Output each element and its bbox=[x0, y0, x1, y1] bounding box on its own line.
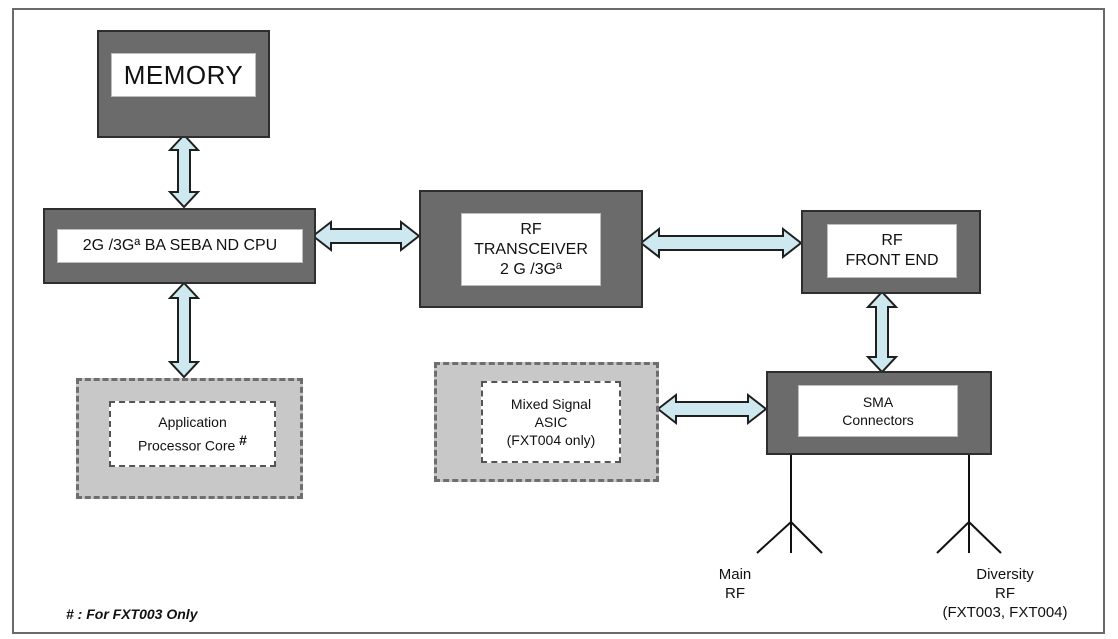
mixed-signal-asic-label-line1: Mixed Signal bbox=[510, 396, 592, 412]
main-rf-antenna-icon bbox=[756, 455, 823, 554]
arrow-mixedsignal-sma bbox=[656, 392, 768, 426]
application-processor-label-box: Application Processor Core # bbox=[109, 401, 276, 467]
arrow-transceiver-frontend bbox=[639, 226, 803, 260]
application-processor-block: Application Processor Core # bbox=[76, 378, 303, 499]
main-rf-label-line2: RF bbox=[725, 585, 745, 602]
arrow-frontend-sma bbox=[865, 290, 899, 374]
application-processor-footnote-mark: # bbox=[239, 432, 247, 449]
rf-transceiver-block: RF TRANSCEIVER 2 G /3Gª bbox=[419, 190, 643, 308]
arrow-memory-baseband bbox=[167, 133, 201, 209]
main-rf-label-line1: Main bbox=[718, 566, 752, 583]
diversity-rf-label-line1: Diversity bbox=[976, 566, 1034, 583]
diversity-rf-label-line2: RF bbox=[995, 585, 1015, 602]
mixed-signal-asic-label-line3: (FXT004 only) bbox=[506, 432, 596, 448]
rf-front-end-label-line2: FRONT END bbox=[845, 252, 939, 269]
sma-connectors-block: SMA Connectors bbox=[766, 371, 992, 455]
baseband-cpu-block: 2G /3Gª BA SEBA ND CPU bbox=[43, 208, 316, 284]
rf-transceiver-label-line1: RF bbox=[520, 220, 542, 238]
application-processor-label-line1: Application bbox=[158, 414, 227, 431]
rf-transceiver-label-box: RF TRANSCEIVER 2 G /3Gª bbox=[461, 213, 601, 286]
rf-front-end-block: RF FRONT END bbox=[801, 210, 981, 294]
application-processor-label-line2-text: Processor Core bbox=[138, 437, 236, 454]
baseband-cpu-label: 2G /3Gª BA SEBA ND CPU bbox=[82, 237, 278, 254]
memory-label-box: MEMORY bbox=[111, 53, 256, 97]
sma-connectors-label-box: SMA Connectors bbox=[798, 385, 958, 437]
memory-label: MEMORY bbox=[123, 60, 244, 90]
application-processor-label-line2: Processor Core # bbox=[138, 431, 247, 455]
rf-transceiver-label-line2: TRANSCEIVER bbox=[474, 240, 588, 258]
mixed-signal-asic-label-box: Mixed Signal ASIC (FXT004 only) bbox=[481, 381, 621, 463]
main-rf-label: Main RF bbox=[700, 565, 770, 603]
sma-connectors-label-line2: Connectors bbox=[842, 412, 914, 428]
diversity-rf-antenna-icon bbox=[936, 455, 1002, 554]
baseband-cpu-label-box: 2G /3Gª BA SEBA ND CPU bbox=[57, 229, 303, 263]
rf-transceiver-label-line3: 2 G /3Gª bbox=[500, 260, 562, 278]
diversity-rf-label-line3: (FXT003, FXT004) bbox=[942, 604, 1068, 621]
rf-front-end-label-line1: RF bbox=[881, 232, 903, 249]
sma-connectors-label-line1: SMA bbox=[862, 394, 894, 410]
arrow-baseband-appproc bbox=[167, 281, 201, 379]
diversity-rf-label: Diversity RF (FXT003, FXT004) bbox=[930, 565, 1080, 622]
memory-block: MEMORY bbox=[97, 30, 270, 138]
footnote: # : For FXT003 Only bbox=[66, 606, 198, 622]
rf-front-end-label-box: RF FRONT END bbox=[827, 224, 957, 278]
mixed-signal-asic-block: Mixed Signal ASIC (FXT004 only) bbox=[434, 362, 659, 482]
arrow-baseband-transceiver bbox=[311, 219, 421, 253]
mixed-signal-asic-label-line2: ASIC bbox=[534, 414, 568, 430]
